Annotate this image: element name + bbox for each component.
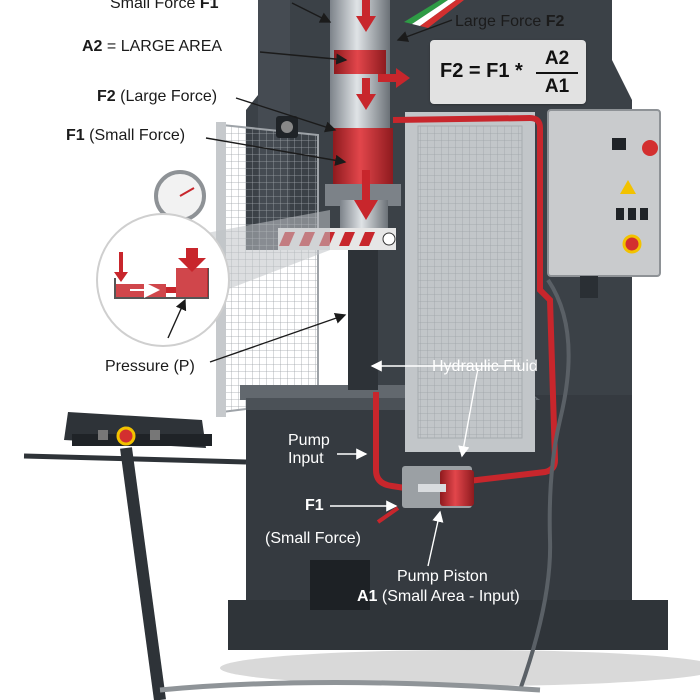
base-opening — [310, 560, 370, 610]
control-box — [547, 109, 661, 298]
emergency-stop-icon[interactable] — [116, 426, 136, 446]
f1-small-force-label: F1 (Small Force) — [66, 127, 186, 144]
pressure-label: Pressure (P) — [105, 358, 195, 375]
hydraulic-lines — [373, 114, 571, 691]
force-arrows — [354, 0, 410, 220]
formula-lhs: F2 = F1 * — [440, 60, 523, 82]
formula-numerator: A2 — [536, 48, 578, 74]
display-icon — [612, 138, 626, 150]
pump-unit — [376, 466, 474, 524]
warning-icon — [620, 180, 636, 194]
key-switch-icon[interactable] — [276, 116, 298, 138]
a1-small-area-label: A1 (Small Area - Input) — [357, 588, 520, 605]
pump-piston-rod — [418, 484, 446, 492]
hydraulic-fluid-label: Hydraulic Fluid — [432, 358, 538, 375]
force-formula-box: F2 = F1 * A2 A1 — [430, 40, 586, 104]
main-switch-icon[interactable] — [642, 140, 658, 156]
pascal-principle-callout — [96, 213, 230, 347]
pump-piston-label: Pump Piston — [397, 568, 488, 585]
remote-control-stand — [23, 412, 541, 700]
formula-fraction: A2 A1 — [536, 48, 578, 98]
emergency-stop-icon[interactable] — [622, 234, 642, 254]
pump-cylinder — [440, 470, 474, 506]
pump-small-force-label: (Small Force) — [265, 530, 362, 547]
pump-input-label: Pump Input — [288, 432, 330, 467]
right-safety-guard[interactable] — [405, 112, 535, 452]
frame-base — [228, 600, 668, 650]
formula-denominator: A1 — [544, 76, 570, 97]
large-force-f2-label: Large Force F2 — [455, 13, 565, 30]
lower-ram — [348, 250, 378, 390]
small-force-top-label: Small Force F1 — [110, 0, 219, 12]
s-badge-icon — [382, 232, 396, 246]
f2-large-force-label: F2 (Large Force) — [97, 88, 218, 105]
a2-large-area-label: A2 = LARGE AREA — [82, 38, 223, 55]
floor-shadow — [220, 650, 700, 686]
large-area-a2-marker — [334, 50, 386, 74]
italian-flag-badge — [404, 0, 464, 28]
pump-f1-label: F1 — [305, 497, 324, 514]
leader-lines — [167, 2, 520, 567]
